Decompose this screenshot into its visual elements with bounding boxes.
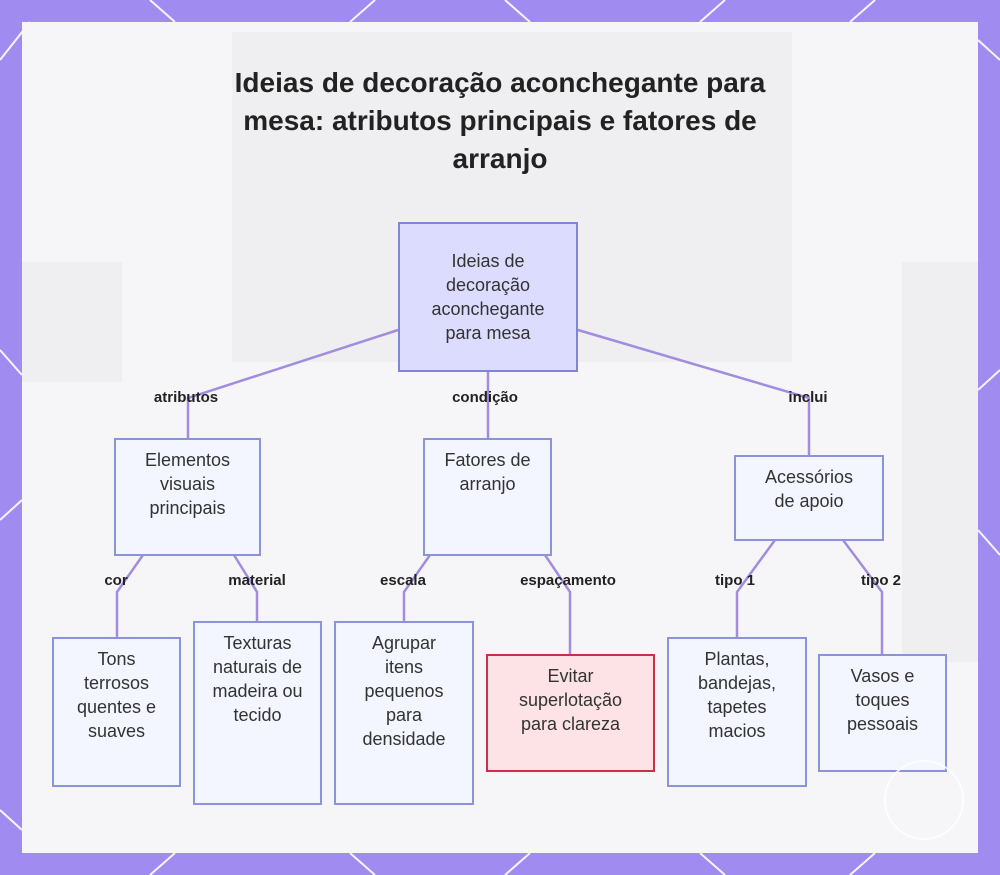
edge-label-type1: tipo 1 (715, 572, 755, 589)
edge-accessories-plants (735, 539, 777, 638)
node-natural-textures-label: Texturas naturais de madeira ou tecido (212, 633, 303, 725)
node-vases-touches: Vasos e toques pessoais (818, 654, 947, 772)
edge-label-attributes: atributos (153, 389, 219, 406)
node-avoid-overcrowding: Evitar superlotação para clareza (486, 654, 655, 772)
corner-badge-icon (884, 760, 964, 840)
node-avoid-overcrowding-label: Evitar superlotação para clareza (518, 666, 623, 734)
edge-visual-textures (232, 554, 259, 622)
node-root: Ideias de decoração aconchegante para me… (398, 222, 578, 372)
node-group-items: Agrupar itens pequenos para densidade (334, 621, 474, 805)
edge-root-visual (186, 328, 399, 439)
edge-label-scale: escala (380, 572, 426, 589)
node-support-accessories-label: Acessórios de apoio (764, 467, 854, 511)
node-group-items-label: Agrupar itens pequenos para densidade (362, 633, 446, 749)
node-plants-trays-label: Plantas, bandejas, tapetes macios (697, 649, 777, 741)
node-earth-tones: Tons terrosos quentes e suaves (52, 637, 181, 787)
node-plants-trays: Plantas, bandejas, tapetes macios (667, 637, 807, 787)
edge-label-type2: tipo 2 (861, 572, 901, 589)
edge-label-includes: inclui (788, 389, 828, 406)
edge-arrange-group (402, 554, 432, 622)
edge-label-color: cor (104, 572, 128, 589)
diagram-title: Ideias de decoração aconchegante para me… (234, 67, 766, 174)
edge-label-spacing: espaçamento (520, 572, 616, 589)
node-root-label: Ideias de decoração aconchegante para me… (431, 251, 545, 343)
node-vases-touches-label: Vasos e toques pessoais (846, 666, 919, 734)
node-earth-tones-label: Tons terrosos quentes e suaves (76, 649, 157, 741)
edge-label-material: material (228, 572, 286, 589)
node-support-accessories: Acessórios de apoio (734, 455, 884, 541)
node-natural-textures: Texturas naturais de madeira ou tecido (193, 621, 322, 805)
background-photo-block (902, 262, 978, 662)
node-visual-elements-label: Elementos visuais principais (144, 450, 231, 518)
edge-arrange-avoid (543, 554, 572, 655)
node-arrangement-factors-label: Fatores de arranjo (444, 450, 531, 494)
node-visual-elements: Elementos visuais principais (114, 438, 261, 556)
background-photo-block (22, 262, 122, 382)
edge-accessories-vases (842, 539, 884, 655)
node-arrangement-factors: Fatores de arranjo (423, 438, 552, 556)
edge-root-accessories (577, 328, 811, 456)
edge-label-condition: condição (452, 389, 518, 406)
edge-visual-tones (115, 554, 145, 638)
